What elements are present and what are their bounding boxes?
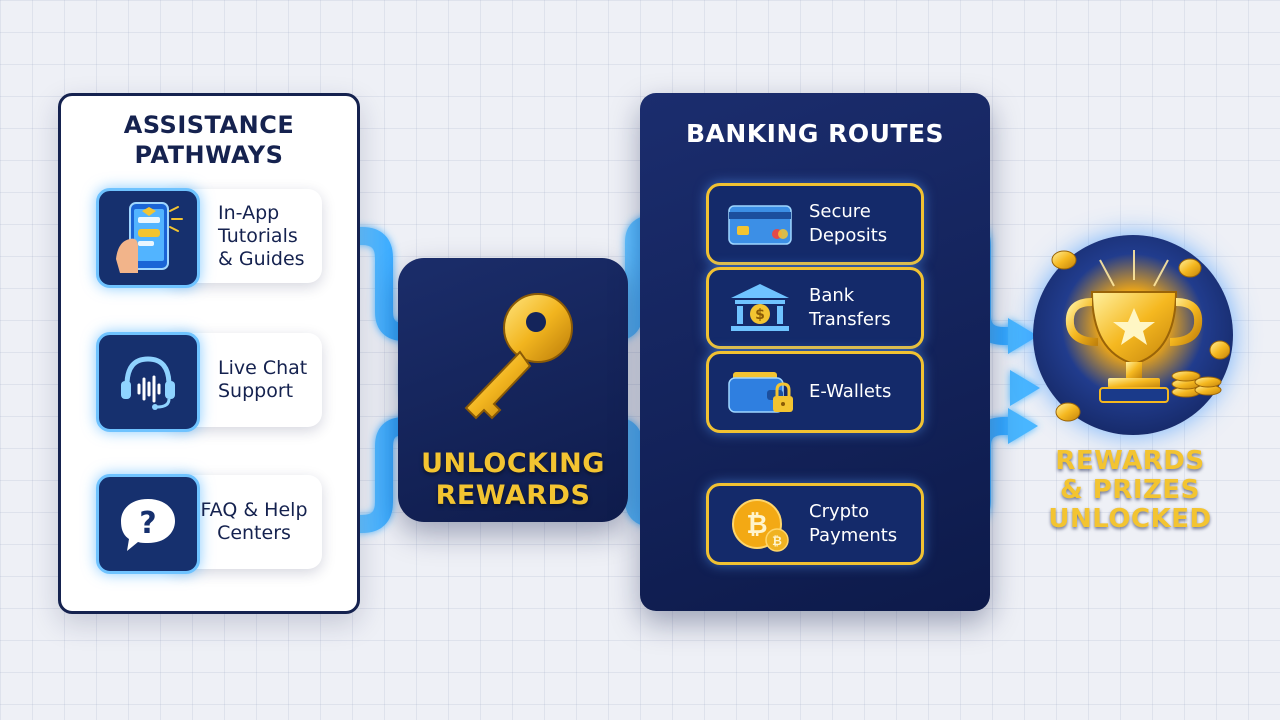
assist-label: Live Chat Support [218, 357, 308, 402]
assist-item-tutorials[interactable]: In-App Tutorials & Guides [96, 188, 324, 288]
hub-label: UNLOCKING REWARDS [421, 448, 605, 511]
route-label: Crypto Payments [809, 501, 898, 546]
route-bank-transfers[interactable]: $ Bank Transfers [706, 267, 924, 349]
bank-building-icon: $ [731, 284, 789, 331]
headset-chat-icon [96, 332, 200, 432]
smartphone-tutorial-icon [96, 188, 200, 288]
assist-label: FAQ & Help Centers [200, 499, 308, 544]
credit-card-icon [728, 205, 792, 245]
route-crypto-payments[interactable]: ₿ ₿ Crypto Payments [706, 483, 924, 565]
arrowhead-trophy-mid [1010, 370, 1040, 406]
arrowhead-trophy-top [1008, 318, 1038, 354]
assist-item-faq[interactable]: ? FAQ & Help Centers [96, 474, 324, 574]
assistance-panel-title: ASSISTANCE PATHWAYS [123, 111, 295, 169]
assist-label: In-App Tutorials & Guides [218, 201, 305, 270]
svg-text:₿: ₿ [772, 534, 782, 548]
assistance-pathways-panel: ASSISTANCE PATHWAYS In-App Tutorials & G… [58, 93, 360, 614]
bitcoin-coin-icon: ₿ ₿ [732, 499, 789, 552]
assist-item-live-chat[interactable]: Live Chat Support [96, 332, 324, 432]
svg-text:₿: ₿ [746, 510, 767, 540]
route-secure-deposits[interactable]: Secure Deposits [706, 183, 924, 265]
route-label: Secure Deposits [809, 201, 888, 246]
svg-text:?: ? [139, 506, 156, 541]
arrow-faq-to-hub [327, 417, 415, 533]
banking-routes-panel: BANKING ROUTES Secure Deposits $ Ba [640, 93, 990, 611]
wallet-lock-icon [728, 372, 793, 413]
svg-text:$: $ [755, 307, 765, 323]
route-label: Bank Transfers [809, 285, 891, 330]
trophy-icon [1051, 250, 1230, 422]
arrow-tutorials-to-hub [327, 227, 415, 341]
banking-panel-title: BANKING ROUTES [685, 119, 945, 148]
arrowhead-trophy-bottom [1008, 408, 1038, 444]
route-e-wallets[interactable]: E-Wallets [706, 351, 924, 433]
unlocking-rewards-hub: UNLOCKING REWARDS [398, 258, 628, 522]
golden-key-icon [464, 293, 573, 420]
route-label: E-Wallets [809, 381, 892, 402]
rewards-label: REWARDS & PRIZES UNLOCKED [1048, 446, 1212, 534]
question-bubble-icon: ? [96, 474, 200, 574]
